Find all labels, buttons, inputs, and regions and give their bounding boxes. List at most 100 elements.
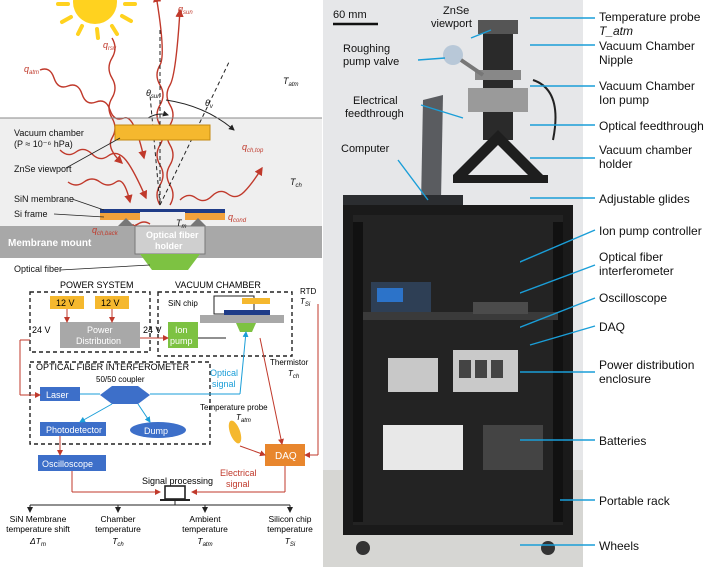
batteries-shape: [383, 425, 463, 470]
label-optical-feedthrough: Optical feedthrough: [599, 119, 704, 133]
membrane-mount-label: Membrane mount: [8, 238, 92, 249]
svg-text:signal: signal: [226, 479, 250, 489]
svg-text:TSi: TSi: [285, 536, 296, 548]
svg-text:feedthrough: feedthrough: [345, 108, 404, 120]
svg-text:OPTICAL FIBER INTERFEROMETER: OPTICAL FIBER INTERFEROMETER: [36, 362, 190, 372]
svg-text:Signal processing: Signal processing: [142, 476, 213, 486]
znse-viewport-shape: [114, 124, 211, 141]
photo-right-labels: [520, 17, 596, 546]
svg-text:Ion: Ion: [175, 325, 188, 335]
sin-membrane-shape: [100, 209, 225, 213]
wheel-left: [356, 541, 370, 555]
svg-text:Silicon chip: Silicon chip: [269, 514, 312, 524]
label-portable-rack: Portable rack: [599, 494, 670, 508]
chamber-holder: [453, 130, 543, 180]
svg-text:Power: Power: [87, 325, 113, 335]
svg-text:Tm: Tm: [176, 218, 187, 230]
svg-text:Electrical: Electrical: [220, 468, 257, 478]
roughing-label: Roughing: [343, 43, 390, 55]
svg-text:24 V: 24 V: [143, 325, 162, 335]
angle-arc-v: [165, 99, 235, 131]
thermal-schematic: qrsv qsun qatm qch,top qch,back qcond θs…: [0, 0, 322, 274]
svg-text:Dump: Dump: [144, 426, 168, 436]
svg-text:temperature shift: temperature shift: [6, 524, 70, 534]
svg-text:temperature: temperature: [182, 524, 228, 534]
svg-text:qsun: qsun: [178, 4, 193, 16]
angle-arc-sun: [147, 110, 169, 119]
temp-probe-icon: [228, 420, 242, 444]
ray-q-atm: [39, 68, 147, 160]
svg-text:50/50 coupler: 50/50 coupler: [96, 375, 145, 384]
label-adjustable-glides: Adjustable glides: [599, 192, 690, 206]
label-daq: DAQ: [599, 320, 626, 334]
svg-text:Tch: Tch: [112, 536, 124, 548]
znse-viewport-photo-label: ZnSe: [443, 5, 469, 17]
optical-fiber-label: Optical fiber: [14, 264, 62, 274]
svg-text:12 V: 12 V: [101, 298, 120, 308]
electrical-feedthrough-label: Electrical: [353, 95, 398, 107]
label-wheels: Wheels: [599, 539, 640, 553]
dump-shape: [130, 422, 186, 438]
optical-fiber-shape: [140, 254, 200, 270]
vacuum-chamber-label: Vacuum chamber: [14, 128, 84, 138]
laptop-shape: [421, 95, 443, 205]
svg-text:POWER SYSTEM: POWER SYSTEM: [60, 280, 134, 290]
vacuum-chamber-group: [157, 291, 293, 357]
svg-text:RTD: RTD: [300, 287, 317, 296]
ray-left-2: [67, 178, 133, 204]
svg-text:θsun: θsun: [146, 88, 161, 100]
si-frame-label: Si frame: [14, 209, 48, 219]
svg-text:DAQ: DAQ: [275, 451, 297, 462]
svg-text:temperature: temperature: [267, 524, 313, 534]
ofi-group: [29, 361, 211, 445]
svg-text:Laser: Laser: [46, 390, 69, 400]
svg-text:qrsv: qrsv: [103, 40, 117, 52]
battery-a: [50, 296, 84, 309]
svg-text:24 V: 24 V: [32, 325, 51, 335]
svg-text:TSi: TSi: [300, 297, 311, 308]
chamber-nipple: [483, 30, 513, 140]
svg-text:pump valve: pump valve: [343, 56, 399, 68]
svg-text:θv: θv: [205, 98, 214, 110]
svg-text:Tch: Tch: [288, 369, 300, 380]
power-distribution-shape: [388, 358, 438, 392]
svg-text:Thermistor: Thermistor: [270, 358, 309, 367]
svg-text:VACUUM CHAMBER: VACUUM CHAMBER: [175, 280, 261, 290]
svg-text:Optical: Optical: [210, 368, 238, 378]
svg-text:Chamber: Chamber: [101, 514, 136, 524]
oscilloscope-box: [38, 455, 106, 471]
svg-text:qcond: qcond: [228, 212, 247, 224]
computer-label: Computer: [341, 143, 390, 155]
optical-fiber-holder-shape: [134, 225, 206, 255]
sun-icon: [56, 0, 137, 40]
coupler-shape: [100, 386, 150, 404]
ray-q-ch-top: [179, 166, 263, 202]
power-distribution-box: [60, 322, 140, 348]
svg-text:Distribution: Distribution: [76, 336, 121, 346]
power-system-group: [29, 291, 151, 353]
svg-text:12 V: 12 V: [56, 298, 75, 308]
svg-text:60 mm: 60 mm: [333, 9, 367, 21]
laser-box: [40, 387, 80, 401]
svg-text:SiN chip: SiN chip: [168, 299, 198, 308]
computer-icon: [164, 485, 186, 500]
photodetector-box: [40, 422, 106, 436]
block-diagram: POWER SYSTEM 12 V 12 V Power Distributio…: [6, 280, 319, 548]
svg-text:Photodetector: Photodetector: [46, 425, 102, 435]
battery-b: [95, 296, 129, 309]
svg-text:qch,back: qch,back: [92, 225, 119, 237]
svg-text:Temperature probe: Temperature probe: [200, 403, 268, 412]
sin-membrane-label: SiN membrane: [14, 194, 74, 204]
svg-text:viewport: viewport: [431, 18, 472, 30]
ray-q-sun: [108, 37, 124, 164]
svg-text:Tatm: Tatm: [283, 76, 299, 88]
svg-text:holder: holder: [155, 241, 183, 251]
svg-text:qch,top: qch,top: [242, 142, 264, 154]
svg-text:Oscilloscope: Oscilloscope: [42, 459, 93, 469]
svg-text:Tatm: Tatm: [197, 536, 212, 548]
